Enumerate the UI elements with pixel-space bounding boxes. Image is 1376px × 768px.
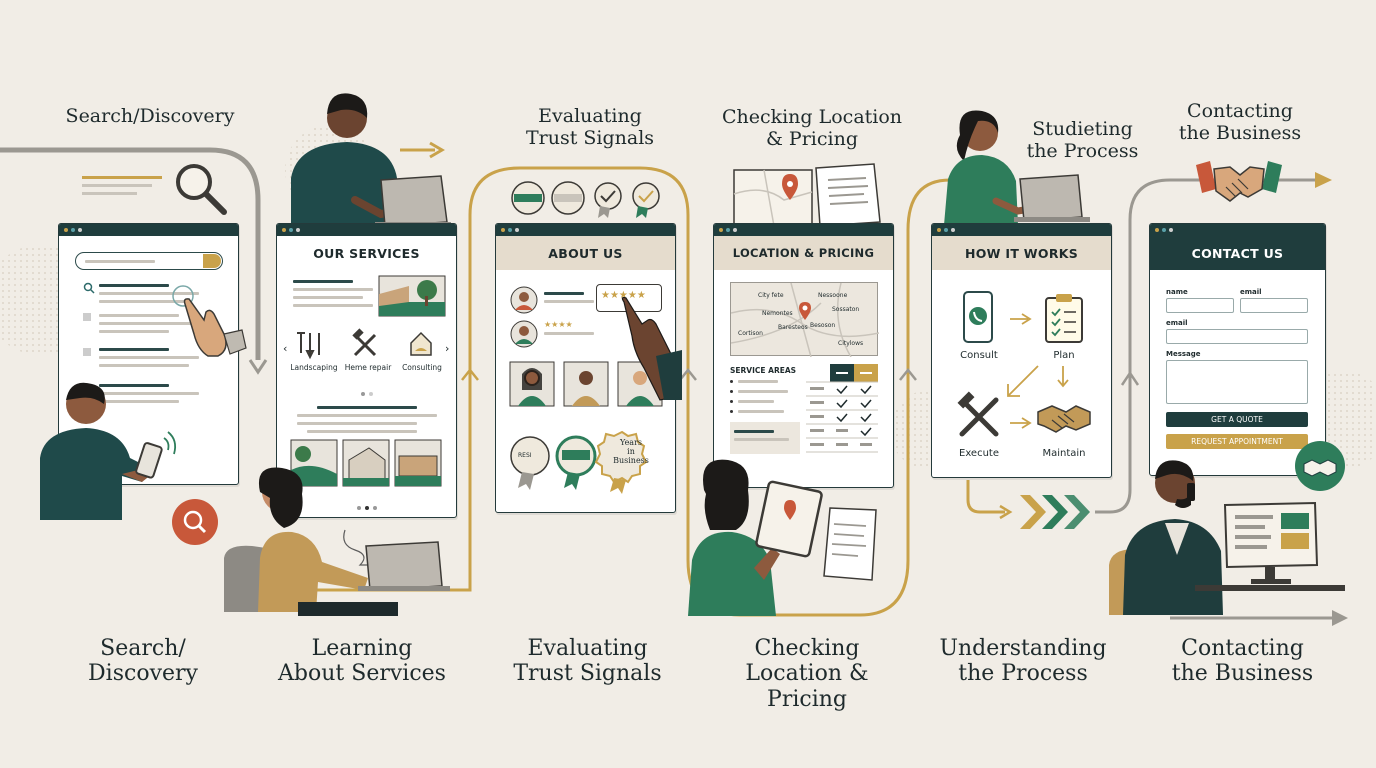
tools-icon: [957, 391, 999, 437]
reviewer-avatar-1: [510, 286, 538, 314]
map-city-7: Citylows: [838, 340, 864, 347]
step-execute: Execute: [959, 448, 999, 459]
get-quote-button[interactable]: GET A QUOTE: [1166, 412, 1308, 427]
message-label: Message: [1166, 350, 1201, 358]
search-bar[interactable]: [75, 252, 223, 270]
reviewer-avatar-2: [510, 320, 538, 348]
message-textarea[interactable]: [1166, 360, 1308, 404]
map-city-5: Cortison: [738, 330, 763, 337]
search-icon: [83, 282, 95, 294]
top-label-contact: Contacting the Business: [1178, 100, 1302, 144]
pointer-circle-icon: [172, 285, 194, 307]
handshake-icon: [1037, 405, 1091, 433]
email-label: email: [1240, 288, 1262, 296]
step-plan: Plan: [1053, 350, 1075, 361]
request-appointment-button[interactable]: REQUEST APPOINTMENT: [1166, 434, 1308, 449]
email2-input[interactable]: [1166, 329, 1308, 344]
arrow-right-2-icon: [1010, 417, 1032, 429]
consulting-house-icon: [410, 331, 432, 356]
search-button[interactable]: [203, 254, 221, 268]
clipboard-icon: [1045, 294, 1083, 343]
map-document-icon: [733, 163, 881, 227]
map-city-0: City fete: [758, 292, 784, 299]
woman-laptop-process-icon: [944, 110, 1090, 225]
location-title: LOCATION & PRICING: [714, 236, 893, 270]
service-item-1[interactable]: Heme repair: [344, 363, 392, 372]
search-badge-icon: [172, 499, 218, 545]
bottom-label-search: Search/ Discovery: [88, 636, 198, 687]
badge-resi-label: RESI: [518, 452, 532, 459]
map-city-1: Nessoone: [818, 292, 848, 299]
contact-title: CONTACT US: [1150, 236, 1325, 270]
garden-tools-icon: [297, 332, 320, 360]
handshake-top-icon: [1196, 161, 1282, 202]
man-phone-monitor-icon: [1109, 460, 1345, 615]
service-item-0[interactable]: Landscaping: [290, 363, 338, 372]
services-title: OUR SERVICES: [313, 245, 420, 261]
wrench-hammer-icon: [352, 328, 377, 357]
phone-icon: [963, 291, 993, 343]
person-phone-icon: [40, 382, 177, 520]
contact-window: CONTACT US name email email Message GET …: [1149, 223, 1326, 476]
top-label-trust: Evaluating Trust Signals: [525, 105, 655, 149]
about-title: ABOUT US: [496, 236, 675, 270]
service-map[interactable]: [730, 282, 879, 357]
star-rating-small: ★★★★: [544, 320, 573, 329]
bottom-label-learning: Learning About Services: [278, 636, 446, 687]
top-label-location: Checking Location & Pricing: [721, 106, 903, 150]
name-label: name: [1166, 288, 1188, 296]
top-label-search: Search/Discovery: [65, 105, 235, 127]
step-consult: Consult: [960, 350, 998, 361]
map-city-6: Besoson: [810, 322, 836, 329]
trust-badges-row: [511, 181, 660, 218]
name-input[interactable]: [1166, 298, 1234, 313]
arrow-down-icon: [1057, 366, 1069, 388]
bottom-label-location: Checking Location & Pricing: [745, 636, 869, 712]
years-badge-label: Years in Business: [613, 438, 649, 465]
email2-label: email: [1166, 319, 1188, 327]
certification-badges: [510, 430, 648, 494]
map-city-2: Nemontes: [762, 310, 793, 317]
howitworks-window: HOW IT WORKS Consult Plan Execute Mainta…: [931, 223, 1112, 478]
arrow-right-icon: [1010, 313, 1032, 325]
map-city-3: Baresteos: [778, 324, 808, 331]
step-maintain: Maintain: [1042, 448, 1086, 459]
location-window: LOCATION & PRICING City fete Nessoone Ne…: [713, 223, 894, 488]
pointing-hand-dark-icon: [621, 296, 682, 401]
handshake-badge-icon: [1295, 441, 1345, 491]
woman-laptop-icon: [224, 467, 450, 616]
pricing-table: [806, 364, 878, 453]
howitworks-title: HOW IT WORKS: [932, 236, 1111, 270]
email-input[interactable]: [1240, 298, 1308, 313]
woman-tablet-icon: [688, 459, 877, 616]
arrow-diagonal-icon: [1007, 365, 1039, 397]
person-laptop-icon: [291, 93, 451, 228]
magnifier-icon: [176, 164, 227, 215]
bottom-label-trust: Evaluating Trust Signals: [513, 636, 662, 687]
landscape-image: [378, 275, 446, 317]
service-areas-label: SERVICE AREAS: [730, 366, 797, 375]
bottom-label-contact: Contacting the Business: [1171, 636, 1314, 687]
map-city-4: Sossaton: [832, 306, 860, 313]
service-item-2[interactable]: Consulting: [402, 363, 442, 372]
top-label-process: Studieting the Process: [1026, 118, 1139, 162]
bottom-label-process: Understanding the Process: [939, 636, 1107, 687]
pointing-hand-icon: [183, 298, 247, 357]
map-pin-icon: [799, 302, 811, 320]
